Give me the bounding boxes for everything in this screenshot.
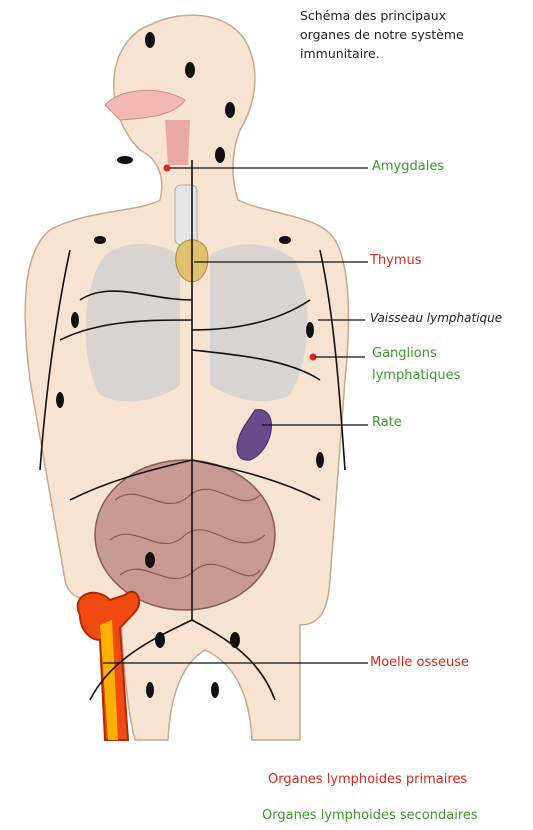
label-moelle-osseuse: Moelle osseuse (370, 655, 469, 670)
label-lymphatiques: lymphatiques (372, 368, 460, 383)
legend-secondary: Organes lymphoides secondaires (262, 808, 478, 823)
throat (165, 120, 190, 165)
trachea (175, 185, 197, 245)
diagram-title: Schéma des principaux organes de notre s… (300, 6, 520, 63)
label-thymus: Thymus (370, 253, 422, 268)
label-ganglions: Ganglions (372, 346, 437, 361)
legend-primary: Organes lymphoides primaires (268, 772, 467, 787)
label-rate: Rate (372, 415, 402, 430)
amygdale-marker (164, 165, 171, 172)
label-amygdales: Amygdales (372, 159, 444, 174)
label-vaisseau-lymphatique: Vaisseau lymphatique (370, 311, 502, 325)
